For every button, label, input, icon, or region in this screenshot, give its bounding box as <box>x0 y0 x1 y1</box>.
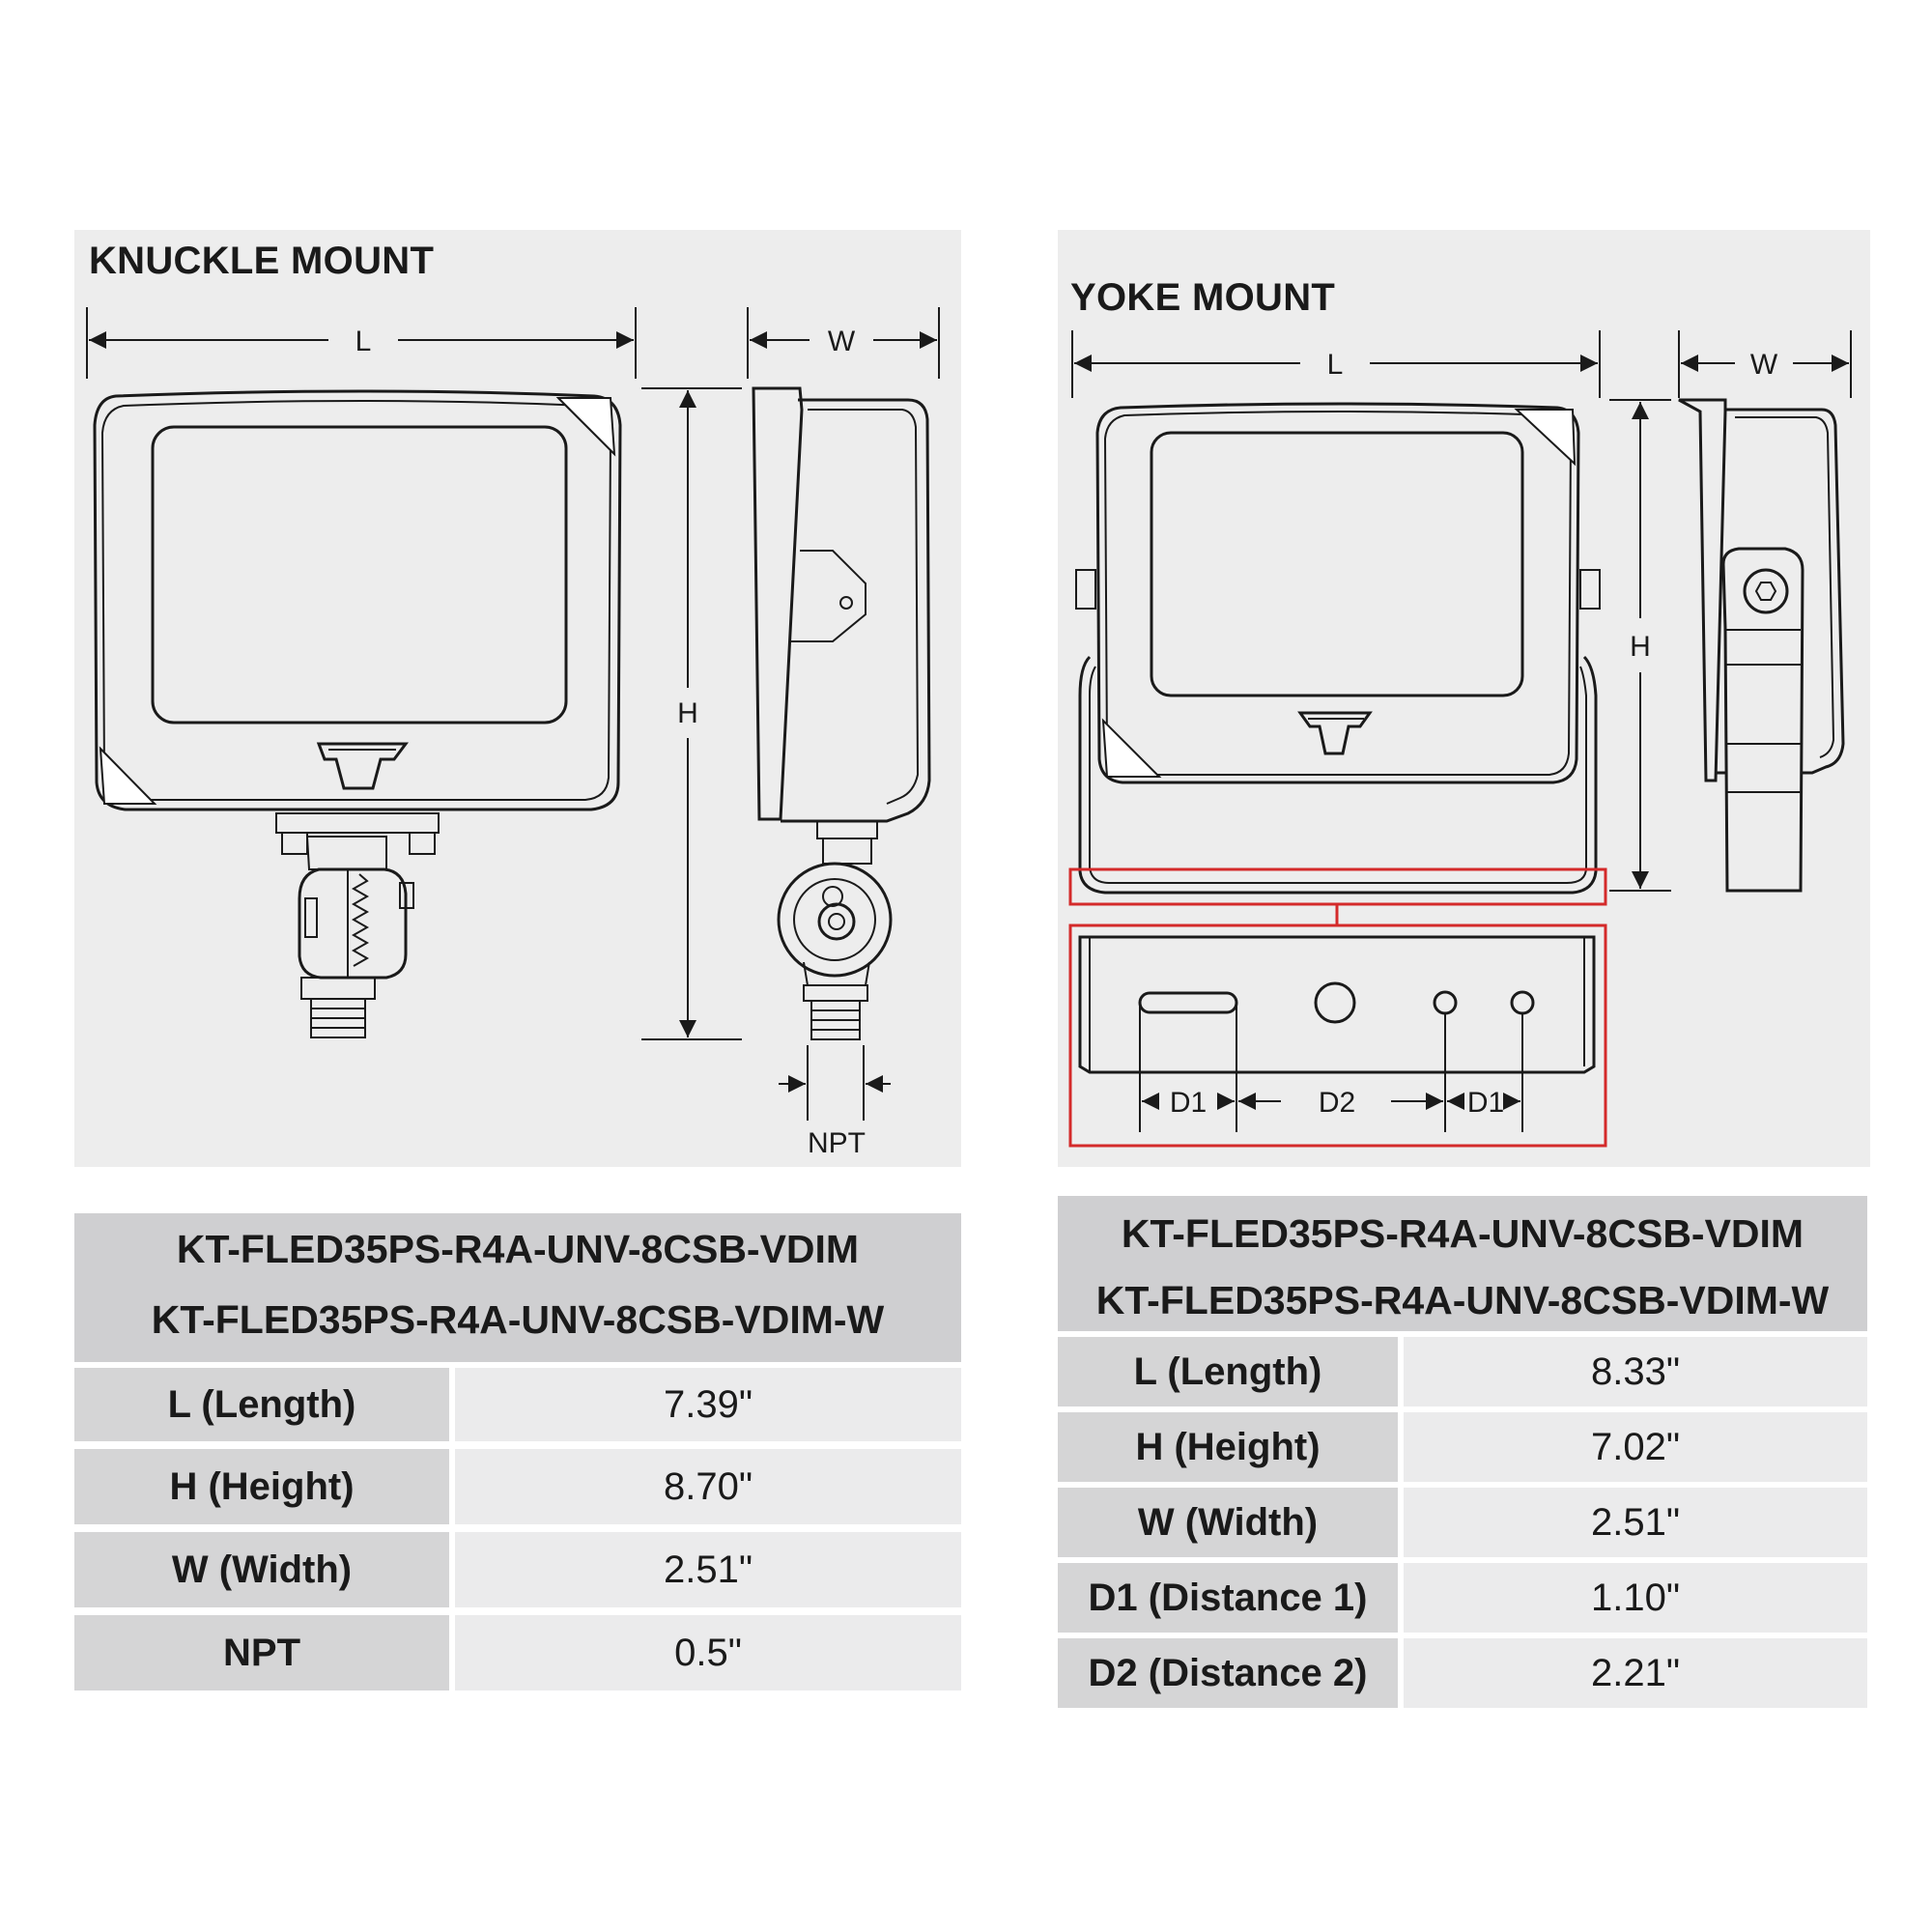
knuckle-mount-title: KNUCKLE MOUNT <box>89 240 435 282</box>
table-row: W (Width) 2.51" <box>74 1532 961 1607</box>
knuckle-row-value: 8.70" <box>455 1449 961 1524</box>
table-row: D2 (Distance 2) 2.21" <box>1058 1638 1867 1708</box>
d1-label-left: D1 <box>1170 1087 1207 1119</box>
yoke-bracket-detail <box>1078 935 1596 1132</box>
yoke-model-1: KT-FLED35PS-R4A-UNV-8CSB-VDIM <box>1121 1211 1804 1256</box>
yoke-row-value: 2.21" <box>1404 1638 1867 1708</box>
d2-label: D2 <box>1319 1087 1355 1119</box>
table-row: L (Length) 7.39" <box>74 1368 961 1441</box>
yoke-length-label: L <box>1327 349 1344 381</box>
table-row: H (Height) 7.02" <box>1058 1412 1867 1482</box>
knuckle-row-label: W (Width) <box>74 1532 449 1607</box>
knuckle-width-dimension <box>747 307 940 379</box>
yoke-mount-title: YOKE MOUNT <box>1070 276 1336 319</box>
yoke-model-2: KT-FLED35PS-R4A-UNV-8CSB-VDIM-W <box>1095 1278 1830 1322</box>
knuckle-row-label: NPT <box>74 1615 449 1690</box>
yoke-front-view <box>1075 402 1601 895</box>
knuckle-table-header: KT-FLED35PS-R4A-UNV-8CSB-VDIM KT-FLED35P… <box>74 1213 961 1362</box>
yoke-row-label: W (Width) <box>1058 1488 1398 1557</box>
yoke-length-dimension <box>1071 330 1601 398</box>
knuckle-row-value: 0.5" <box>455 1615 961 1690</box>
yoke-row-value: 1.10" <box>1404 1563 1867 1633</box>
knuckle-front-view <box>93 389 622 1038</box>
yoke-row-label: L (Length) <box>1058 1337 1398 1406</box>
yoke-width-label: W <box>1750 349 1778 381</box>
knuckle-row-label: H (Height) <box>74 1449 449 1524</box>
yoke-height-label: H <box>1630 631 1651 663</box>
yoke-row-label: D1 (Distance 1) <box>1058 1563 1398 1633</box>
yoke-side-view <box>1678 398 1845 893</box>
yoke-width-dimension <box>1678 330 1852 398</box>
knuckle-height-dimension <box>641 387 742 1040</box>
knuckle-length-dimension <box>86 307 637 379</box>
knuckle-row-value: 2.51" <box>455 1532 961 1607</box>
yoke-row-value: 7.02" <box>1404 1412 1867 1482</box>
knuckle-row-value: 7.39" <box>455 1368 961 1441</box>
yoke-height-dimension <box>1609 399 1671 892</box>
npt-dimension <box>779 1045 891 1121</box>
knuckle-model-1: KT-FLED35PS-R4A-UNV-8CSB-VDIM <box>176 1227 860 1271</box>
yoke-detail-highlight <box>1068 867 1607 1148</box>
table-row: L (Length) 8.33" <box>1058 1337 1867 1406</box>
d1-label-right: D1 <box>1467 1087 1504 1119</box>
knuckle-model-2: KT-FLED35PS-R4A-UNV-8CSB-VDIM-W <box>151 1297 885 1342</box>
yoke-row-label: D2 (Distance 2) <box>1058 1638 1398 1708</box>
yoke-row-value: 8.33" <box>1404 1337 1867 1406</box>
yoke-table-header: KT-FLED35PS-R4A-UNV-8CSB-VDIM KT-FLED35P… <box>1058 1196 1867 1331</box>
yoke-row-value: 2.51" <box>1404 1488 1867 1557</box>
knuckle-width-label: W <box>828 326 856 357</box>
knuckle-length-label: L <box>355 326 372 357</box>
table-row: D1 (Distance 1) 1.10" <box>1058 1563 1867 1633</box>
table-row: H (Height) 8.70" <box>74 1449 961 1524</box>
table-row: NPT 0.5" <box>74 1615 961 1690</box>
knuckle-row-label: L (Length) <box>74 1368 449 1441</box>
yoke-row-label: H (Height) <box>1058 1412 1398 1482</box>
npt-label: NPT <box>808 1127 866 1159</box>
knuckle-side-view <box>752 386 931 1040</box>
knuckle-height-label: H <box>677 697 698 729</box>
table-row: W (Width) 2.51" <box>1058 1488 1867 1557</box>
